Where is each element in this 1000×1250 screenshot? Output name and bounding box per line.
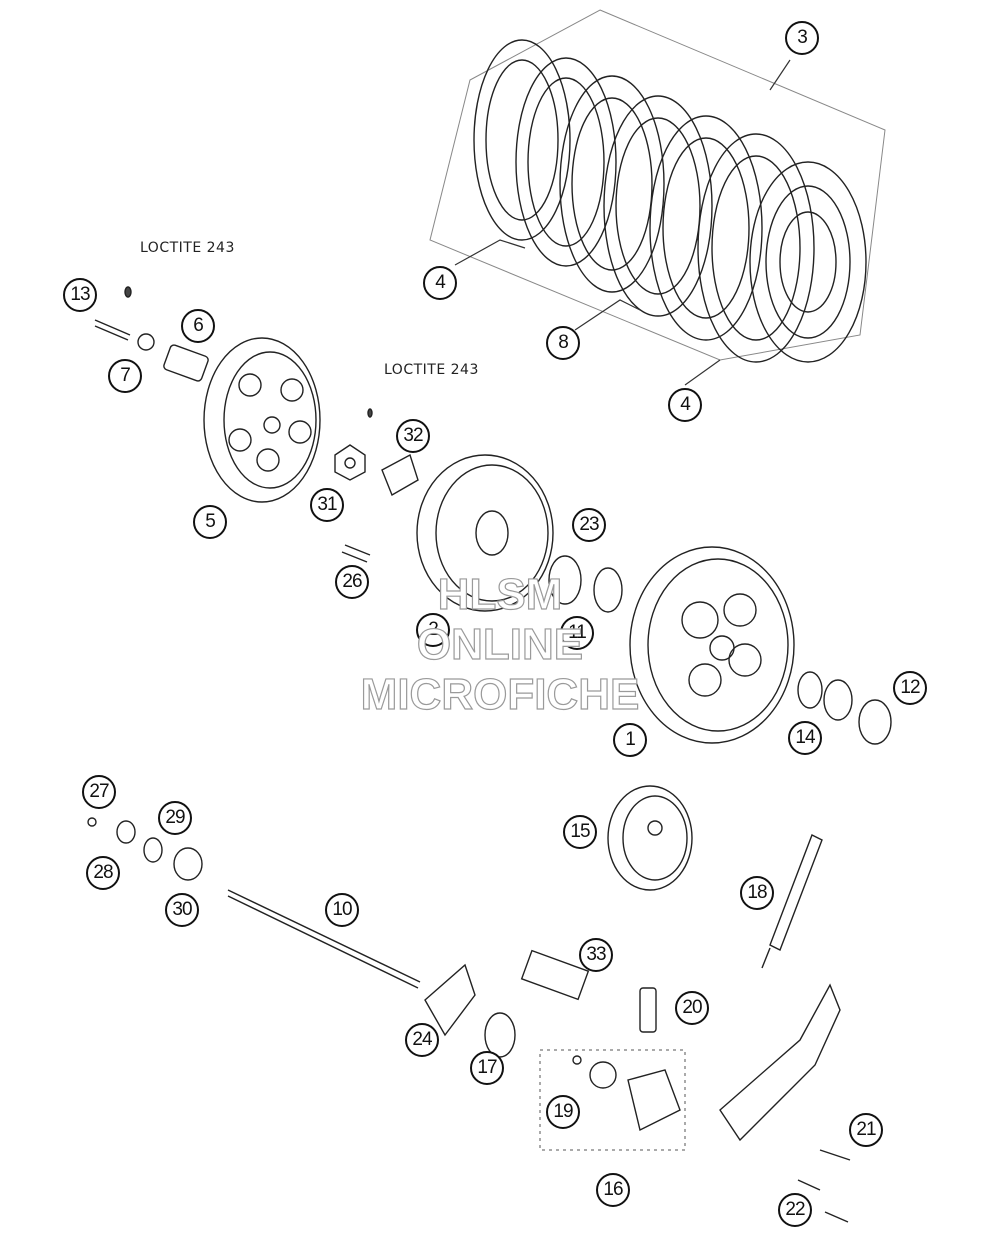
primary-gear	[629, 546, 795, 744]
callout-29: 29	[158, 801, 192, 835]
cover-assembly-box	[539, 1049, 686, 1151]
callout-27: 27	[82, 775, 116, 809]
callout-22: 22	[778, 1193, 812, 1227]
callout-17: 17	[470, 1051, 504, 1085]
watermark-line3: MICROFICHE	[360, 669, 640, 719]
callout-18: 18	[740, 876, 774, 910]
lever-and-bolts	[719, 983, 851, 1223]
bushing-washer	[797, 671, 892, 745]
plate-leaders	[454, 59, 791, 386]
pressure-plate	[203, 337, 321, 503]
callout-14: 14	[788, 721, 822, 755]
callout-33: 33	[579, 938, 613, 972]
watermark-line1: HLSM	[437, 569, 563, 619]
callout-16: 16	[596, 1173, 630, 1207]
clutch-plate-stack	[429, 9, 886, 363]
loctite-note-top: LOCTITE 243	[140, 240, 235, 256]
callout-13: 13	[63, 278, 97, 312]
small-hardware	[87, 817, 203, 881]
bolt-spring-nut	[94, 286, 209, 382]
thrust-washers	[548, 555, 623, 613]
callout-2: 2	[416, 613, 450, 647]
callout-3: 3	[785, 21, 819, 55]
callout-8: 8	[546, 326, 580, 360]
callout-28: 28	[86, 856, 120, 890]
callout-12: 12	[893, 671, 927, 705]
callout-26: 26	[335, 565, 369, 599]
slave-cylinder	[761, 834, 823, 969]
callout-5: 5	[193, 505, 227, 539]
callout-1: 1	[613, 723, 647, 757]
callout-31: 31	[310, 488, 344, 522]
watermark-line2: ONLINE	[416, 619, 584, 669]
clutch-hub	[416, 454, 554, 612]
pulley	[607, 785, 693, 891]
push-rod	[227, 889, 421, 989]
callout-23: 23	[572, 508, 606, 542]
callout-4-upper: 4	[423, 266, 457, 300]
nut-washer-pin	[334, 408, 419, 563]
loctite-note-mid: LOCTITE 243	[384, 362, 479, 378]
cover-assembly	[572, 1055, 681, 1132]
callout-15: 15	[563, 815, 597, 849]
callout-10: 10	[325, 893, 359, 927]
callout-19: 19	[546, 1095, 580, 1129]
gaskets	[424, 949, 657, 1058]
callout-4-lower: 4	[668, 388, 702, 422]
callout-11: 11	[560, 616, 594, 650]
callout-32: 32	[396, 419, 430, 453]
callout-24: 24	[405, 1023, 439, 1057]
callout-7: 7	[108, 359, 142, 393]
callout-6: 6	[181, 309, 215, 343]
callout-21: 21	[849, 1113, 883, 1147]
callout-30: 30	[165, 893, 199, 927]
callout-20: 20	[675, 991, 709, 1025]
